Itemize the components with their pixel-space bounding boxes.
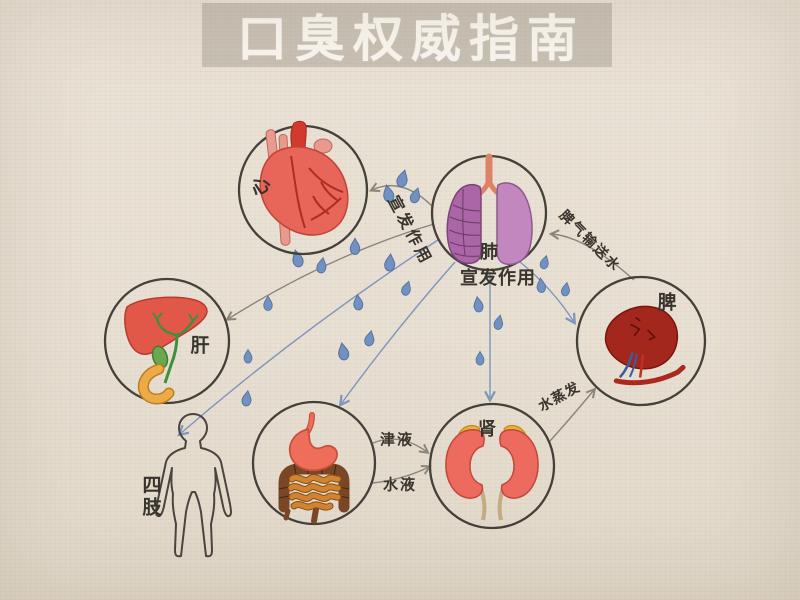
heart-illustration — [259, 120, 349, 246]
flow-arrows — [177, 182, 635, 484]
arrow-spleen-to-lung — [548, 229, 635, 281]
spleen-illustration — [604, 305, 686, 386]
arrow-lung-to-heart — [368, 182, 434, 208]
page-title: 口臭权威指南 — [237, 11, 585, 67]
title-banner: 口臭权威指南 — [202, 3, 612, 67]
kidney-illustration — [445, 424, 539, 521]
arrow-stomach-to-kidney-lower — [371, 465, 433, 484]
human-figure — [155, 413, 232, 558]
arrow-lung-to-limbs — [177, 239, 439, 437]
liver-illustration — [124, 296, 208, 405]
label-stomach-to-kidney-upper: 津液 — [379, 432, 415, 449]
lung-illustration — [446, 153, 533, 266]
arrow-lung-to-liver — [225, 223, 435, 321]
spleen-circle — [575, 275, 707, 407]
liver-circle — [103, 277, 231, 405]
label-spleen: 脾 — [657, 292, 677, 314]
label-lung: 肺 — [480, 242, 498, 262]
arrow-lung-to-spleen — [519, 261, 577, 326]
arrow-kidney-to-spleen — [549, 387, 597, 442]
kidney-circle — [428, 402, 556, 530]
label-liver: 肝 — [190, 335, 210, 357]
label-dispersal-below-lung: 宣发作用 — [460, 268, 536, 288]
arrow-stomach-to-kidney-upper — [372, 438, 430, 455]
label-limbs: 四肢 — [139, 475, 161, 519]
label-stomach-to-kidney-lower: 水液 — [382, 477, 418, 494]
label-kidney: 肾 — [478, 419, 496, 439]
stomach-illustration — [278, 412, 350, 524]
arrow-lung-to-stomach — [338, 261, 456, 408]
